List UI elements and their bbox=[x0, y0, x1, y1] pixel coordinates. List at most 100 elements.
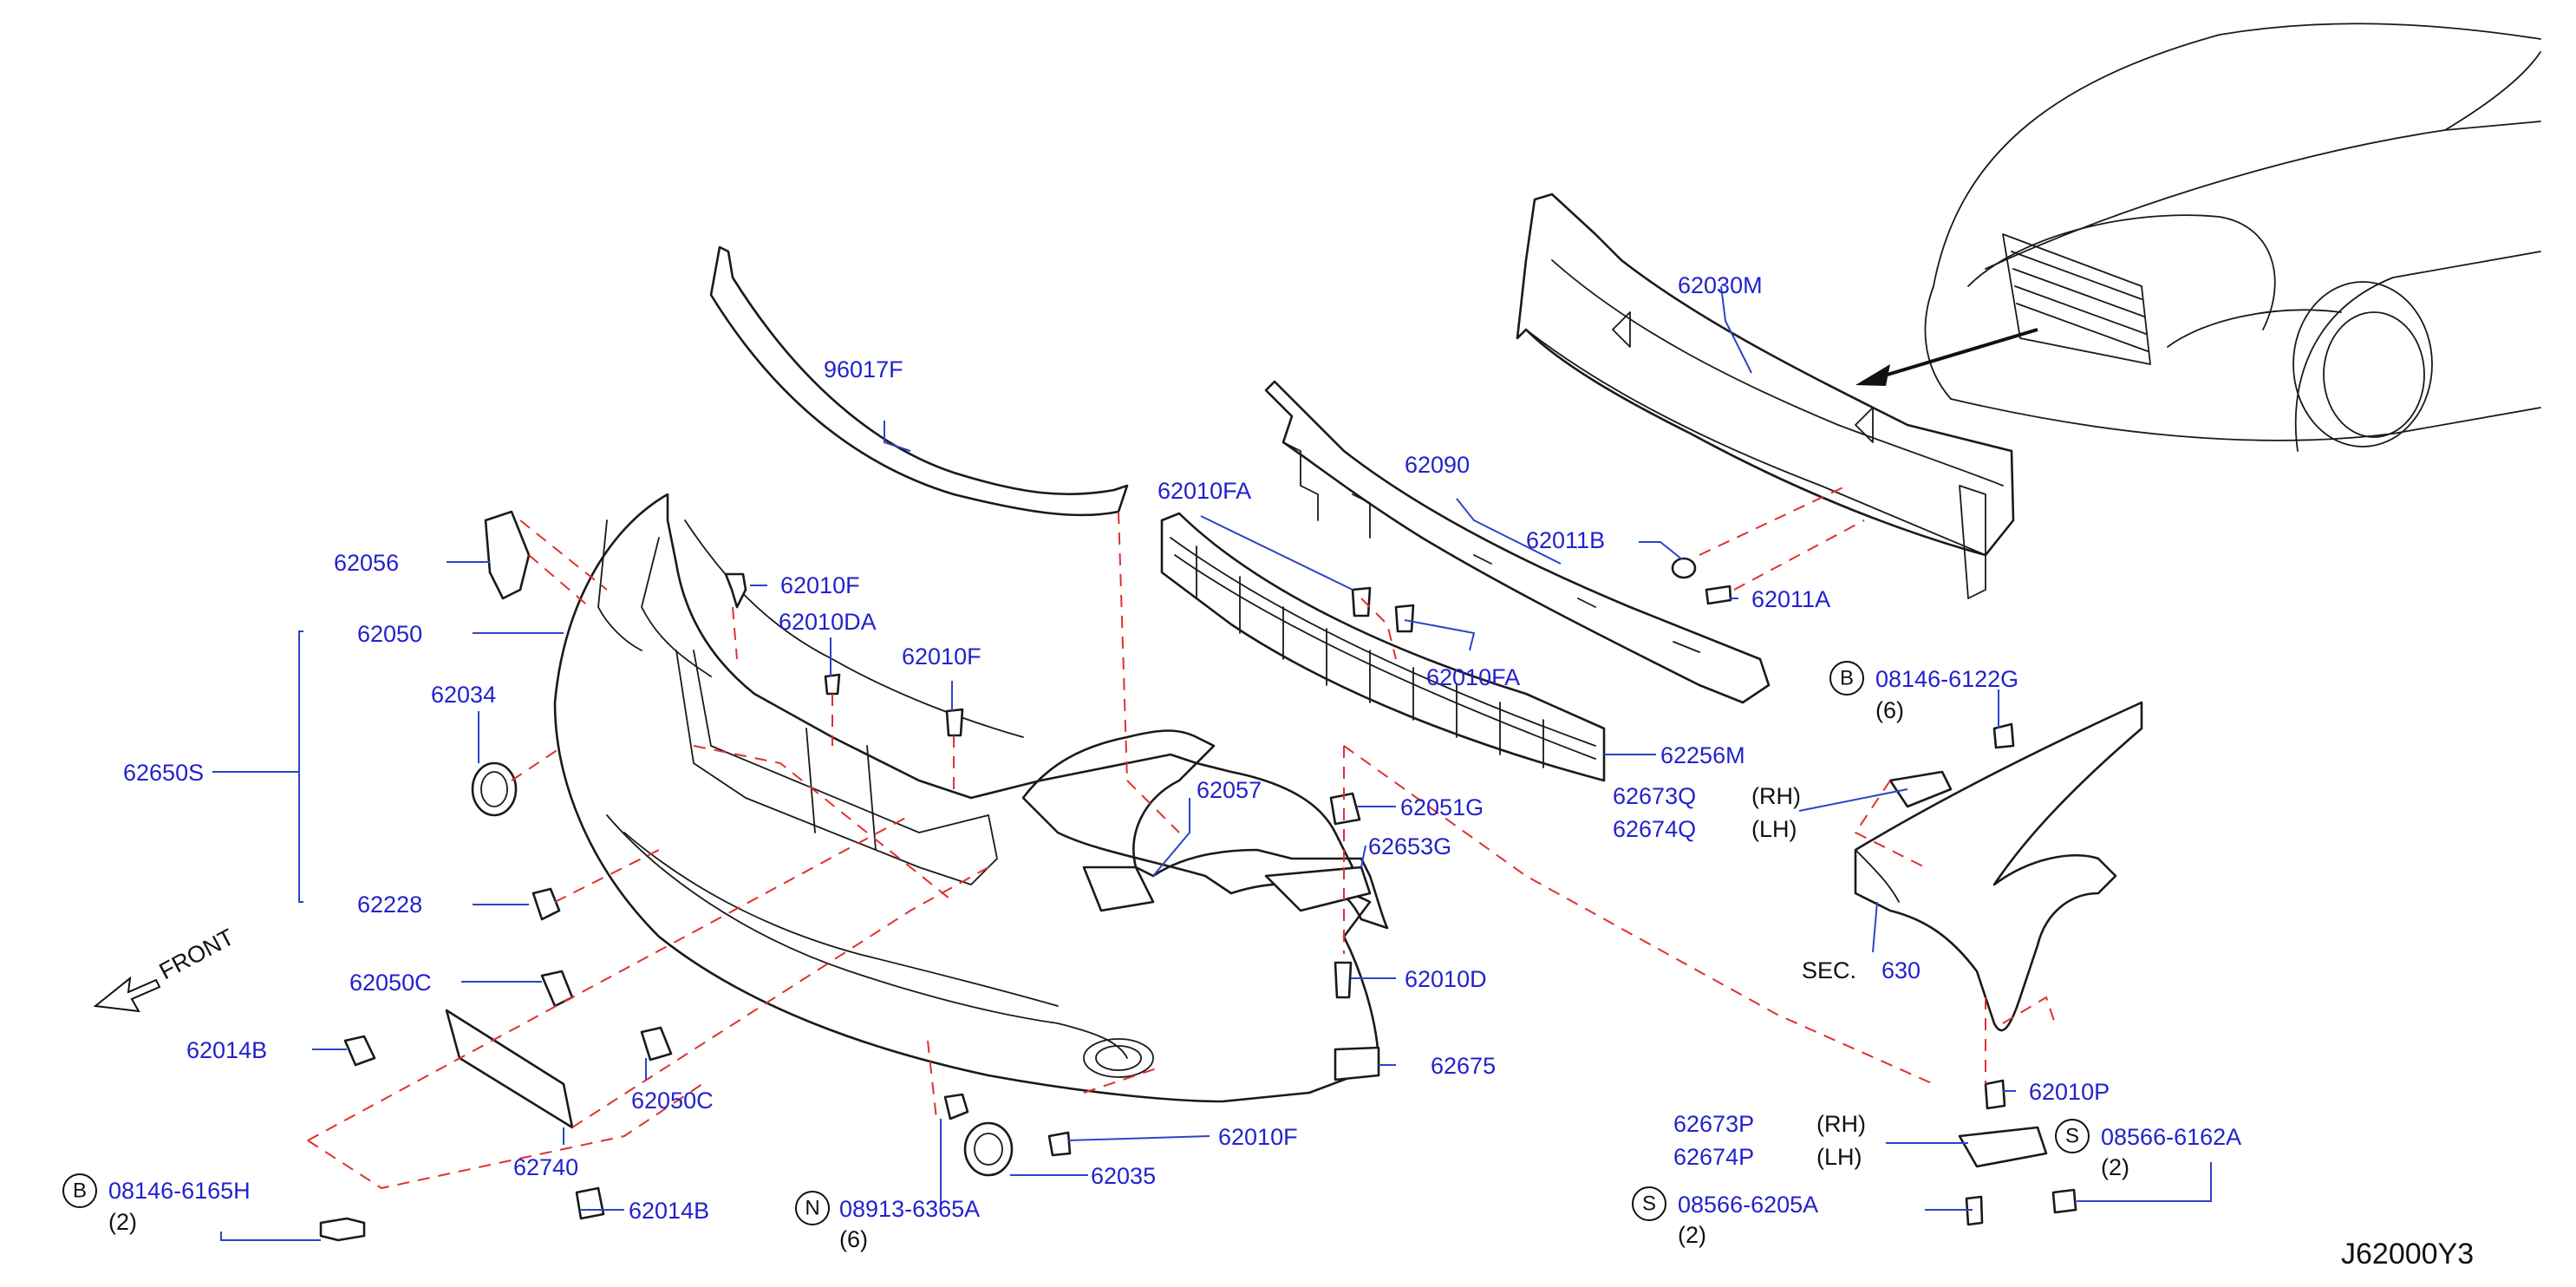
label-62014B-a[interactable]: 62014B bbox=[186, 1037, 267, 1063]
side-label-lh-b: (LH) bbox=[1816, 1144, 1862, 1170]
label-62256M[interactable]: 62256M bbox=[1660, 742, 1745, 768]
vehicle-outline-illustration bbox=[1924, 23, 2541, 452]
part-62014B-b-shape bbox=[575, 1186, 605, 1220]
fastener-1-number[interactable]: 08146-6165H bbox=[108, 1178, 251, 1204]
fastener-4-qty: (2) bbox=[2101, 1154, 2129, 1180]
label-96017F[interactable]: 96017F bbox=[824, 356, 903, 382]
label-62673P[interactable]: 62673P bbox=[1673, 1111, 1754, 1137]
fastener-1-prefix-badge bbox=[62, 1173, 97, 1208]
part-62050C-a-shape bbox=[540, 970, 574, 1008]
part-62011B-shape bbox=[1671, 557, 1697, 579]
label-62057[interactable]: 62057 bbox=[1197, 777, 1262, 803]
screw-08566-6162A-shape bbox=[2051, 1188, 2077, 1214]
fastener-5-qty: (2) bbox=[1678, 1222, 1706, 1248]
label-62030M[interactable]: 62030M bbox=[1678, 272, 1763, 298]
side-label-lh-a: (LH) bbox=[1751, 816, 1797, 842]
fastener-4-prefix: S bbox=[2065, 1125, 2079, 1148]
part-62256M-grille bbox=[1160, 512, 1606, 782]
front-label: FRONT bbox=[155, 924, 238, 984]
fastener-3-prefix-badge bbox=[1829, 661, 1864, 696]
diagram-code: J62000Y3 bbox=[2341, 1238, 2474, 1271]
part-62050-bumper-fascia bbox=[553, 493, 1389, 1103]
location-arrow-line bbox=[1863, 328, 2038, 383]
side-label-rh-a: (RH) bbox=[1751, 783, 1801, 809]
label-62675[interactable]: 62675 bbox=[1431, 1053, 1496, 1079]
part-62035-shape bbox=[963, 1121, 1014, 1177]
fastener-2-prefix-badge bbox=[795, 1191, 830, 1225]
label-62674P[interactable]: 62674P bbox=[1673, 1144, 1754, 1170]
label-62011A[interactable]: 62011A bbox=[1751, 586, 1830, 612]
label-62010F-c[interactable]: 62010F bbox=[1218, 1124, 1298, 1150]
bolt-62011A-shape bbox=[1705, 585, 1732, 605]
leader-lines bbox=[212, 285, 2212, 1241]
label-62674Q[interactable]: 62674Q bbox=[1613, 816, 1696, 842]
fastener-2-number[interactable]: 08913-6365A bbox=[839, 1196, 980, 1222]
part-62056-shape bbox=[484, 510, 531, 600]
clip-62010FA-a-shape bbox=[1351, 586, 1372, 617]
front-arrow-icon bbox=[93, 976, 161, 1013]
label-62051G[interactable]: 62051G bbox=[1400, 794, 1484, 820]
fastener-3-prefix: B bbox=[1840, 667, 1854, 690]
front-direction-indicator: FRONT bbox=[93, 924, 238, 1013]
fastener-2-prefix: N bbox=[805, 1197, 819, 1220]
label-62050C-b[interactable]: 62050C bbox=[631, 1088, 714, 1114]
label-62010FA-b[interactable]: 62010FA bbox=[1426, 664, 1520, 690]
fastener-1-prefix: B bbox=[73, 1179, 87, 1203]
label-62050C-a[interactable]: 62050C bbox=[349, 970, 432, 996]
part-96017F-molding bbox=[709, 245, 1129, 517]
section-ref-630[interactable]: 630 bbox=[1881, 957, 1921, 983]
label-62010P[interactable]: 62010P bbox=[2029, 1079, 2110, 1105]
fastener-5-number[interactable]: 08566-6205A bbox=[1678, 1192, 1818, 1218]
clip-62010F-b-shape bbox=[945, 708, 964, 737]
label-62228[interactable]: 62228 bbox=[357, 892, 422, 918]
label-62653G[interactable]: 62653G bbox=[1368, 833, 1451, 859]
label-62035[interactable]: 62035 bbox=[1091, 1163, 1156, 1189]
fastener-3-qty: (6) bbox=[1875, 697, 1904, 723]
label-62740[interactable]: 62740 bbox=[513, 1154, 578, 1180]
side-label-rh-b: (RH) bbox=[1816, 1111, 1866, 1137]
part-62673Q-shape bbox=[1888, 770, 1953, 808]
part-62740-shape bbox=[445, 1009, 574, 1129]
fastener-1-qty: (2) bbox=[108, 1209, 137, 1235]
label-62034[interactable]: 62034 bbox=[431, 682, 496, 708]
clip-62010P-shape bbox=[1984, 1079, 2006, 1110]
phantom-alignment-lines bbox=[307, 485, 2056, 1190]
part-62030M-reinforcement bbox=[1516, 193, 2015, 599]
bolt-08146-6122G-shape bbox=[1992, 722, 2015, 749]
fastener-3-number[interactable]: 08146-6122G bbox=[1875, 666, 2018, 692]
label-62010D[interactable]: 62010D bbox=[1405, 966, 1487, 992]
label-62011B[interactable]: 62011B bbox=[1526, 527, 1605, 553]
label-62090[interactable]: 62090 bbox=[1405, 452, 1470, 478]
part-62675-shape bbox=[1334, 1046, 1380, 1081]
label-62014B-b[interactable]: 62014B bbox=[629, 1198, 709, 1224]
label-62010DA[interactable]: 62010DA bbox=[779, 609, 877, 635]
clip-62010F-c-shape bbox=[1047, 1131, 1072, 1157]
nut-08913-6365A-shape bbox=[943, 1093, 969, 1120]
part-62014B-a-shape bbox=[343, 1035, 376, 1067]
part-62090-energy-absorber bbox=[1264, 380, 1771, 704]
fastener-4-number[interactable]: 08566-6162A bbox=[2101, 1124, 2241, 1150]
part-62228-shape bbox=[532, 887, 561, 921]
fastener-5-prefix-badge bbox=[1632, 1186, 1666, 1221]
label-62650S[interactable]: 62650S bbox=[123, 760, 204, 786]
label-62010FA-a[interactable]: 62010FA bbox=[1158, 478, 1251, 504]
fastener-4-prefix-badge bbox=[2055, 1119, 2090, 1153]
screw-08566-6205A-shape bbox=[1965, 1195, 1984, 1226]
part-62673P-shape bbox=[1958, 1126, 2048, 1168]
section-label: SEC. bbox=[1802, 957, 1856, 983]
label-62673Q[interactable]: 62673Q bbox=[1613, 783, 1696, 809]
label-62010F-b[interactable]: 62010F bbox=[902, 644, 981, 670]
label-62010F-a[interactable]: 62010F bbox=[780, 572, 860, 598]
clip-62010DA-shape bbox=[824, 673, 841, 696]
clip-62010FA-b-shape bbox=[1394, 604, 1415, 633]
small-hardware-illustrations bbox=[319, 510, 2077, 1242]
fastener-2-qty: (6) bbox=[839, 1226, 868, 1252]
part-62051G-shape bbox=[1329, 792, 1361, 826]
label-62056[interactable]: 62056 bbox=[334, 550, 399, 576]
clip-62010F-a-shape bbox=[724, 572, 747, 609]
label-62050[interactable]: 62050 bbox=[357, 621, 422, 647]
part-62034-shape bbox=[471, 761, 518, 817]
screw-62010D-shape bbox=[1334, 961, 1353, 999]
bolt-08146-6165H-shape bbox=[319, 1217, 366, 1242]
